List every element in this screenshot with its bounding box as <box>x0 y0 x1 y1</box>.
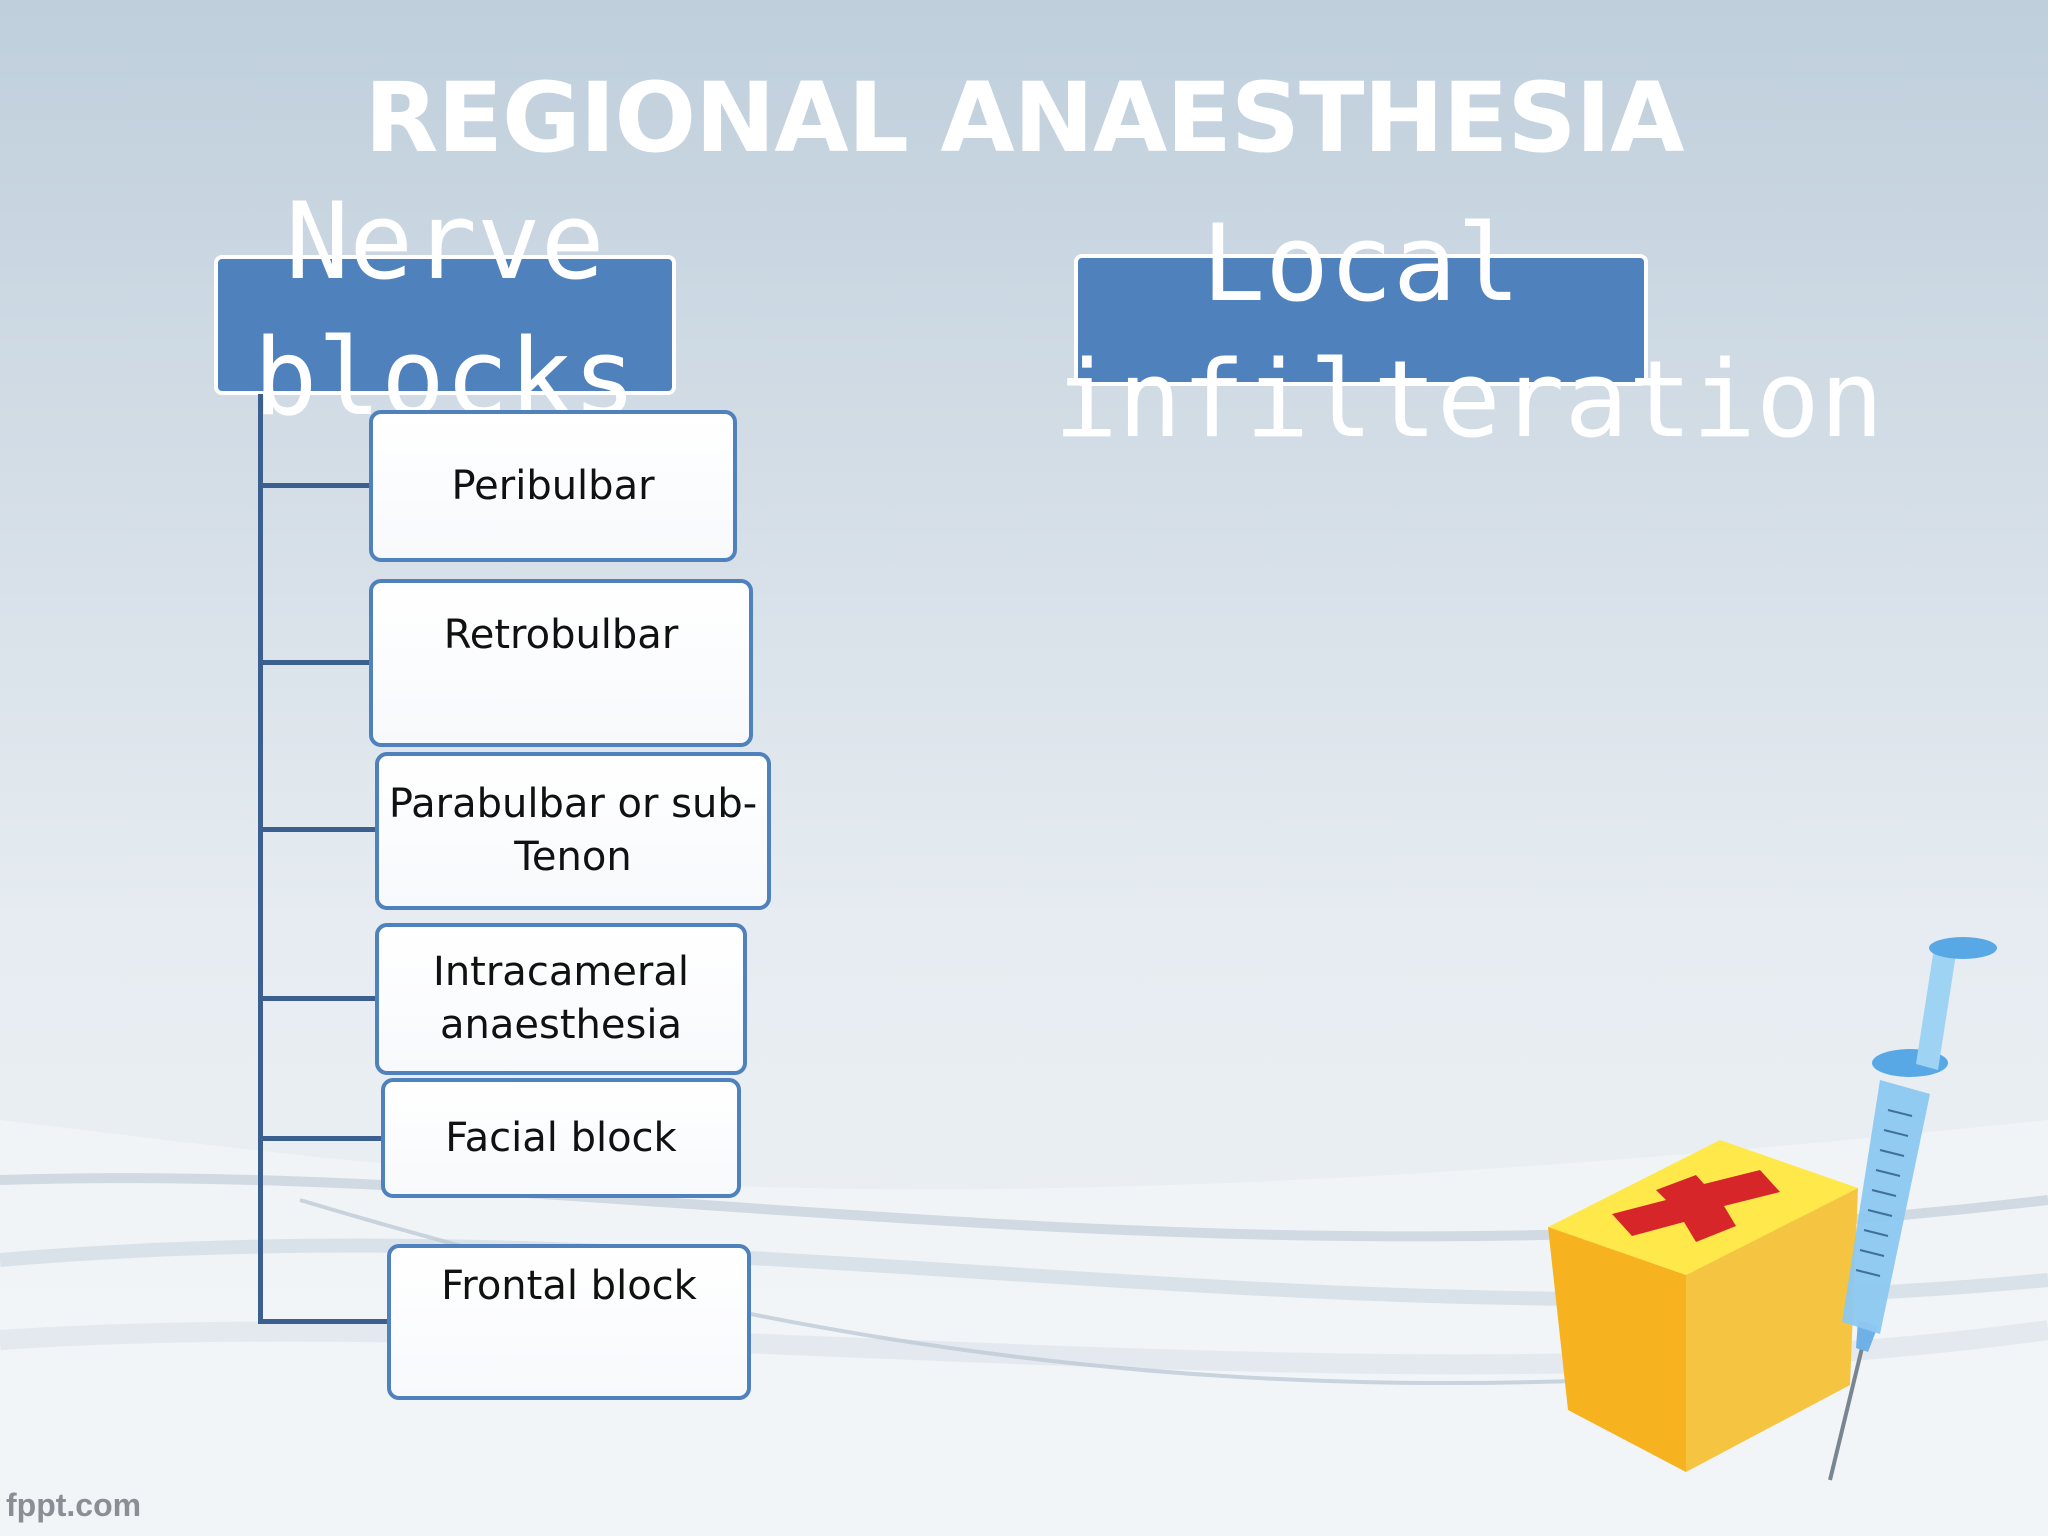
syringe-icon <box>1828 937 1997 1481</box>
node-label: Peribulbar <box>451 462 655 509</box>
tree-branch-line <box>258 996 376 1001</box>
tree-branch-line <box>258 483 370 488</box>
node-parabulbar-sub-tenon: Parabulbar or sub- Tenon <box>375 752 771 910</box>
node-intracameral-anaesthesia: Intracameral anaesthesia <box>375 923 747 1075</box>
node-peribulbar: Peribulbar <box>369 410 737 562</box>
tree-branch-line <box>258 660 370 665</box>
tree-branch-line <box>258 827 376 832</box>
first-aid-box-icon <box>1548 1140 1858 1472</box>
local-infilteration-header <box>1074 254 1648 386</box>
nerve-blocks-header <box>214 255 676 395</box>
local-infilteration-header-label: Local infilteration <box>1054 202 1884 461</box>
tree-branch-line <box>258 1319 388 1324</box>
background-swoosh <box>0 1120 2048 1536</box>
node-label: Frontal block <box>441 1263 697 1309</box>
node-label: Intracameral anaesthesia <box>433 949 689 1048</box>
node-label: Parabulbar or sub- Tenon <box>388 781 758 880</box>
tree-trunk-line <box>258 394 263 1324</box>
node-facial-block: Facial block <box>381 1078 741 1198</box>
node-retrobulbar: Retrobulbar <box>369 579 753 747</box>
node-frontal-block: Frontal block <box>387 1244 751 1400</box>
tree-branch-line <box>258 1136 382 1141</box>
nerve-blocks-header-label: Nerve blocks <box>253 180 637 439</box>
node-label: Facial block <box>445 1114 677 1161</box>
fppt-watermark: fppt.com <box>6 1487 142 1523</box>
node-label: Retrobulbar <box>443 612 679 658</box>
slide-title: REGIONAL ANAESTHESIA <box>364 62 1684 174</box>
